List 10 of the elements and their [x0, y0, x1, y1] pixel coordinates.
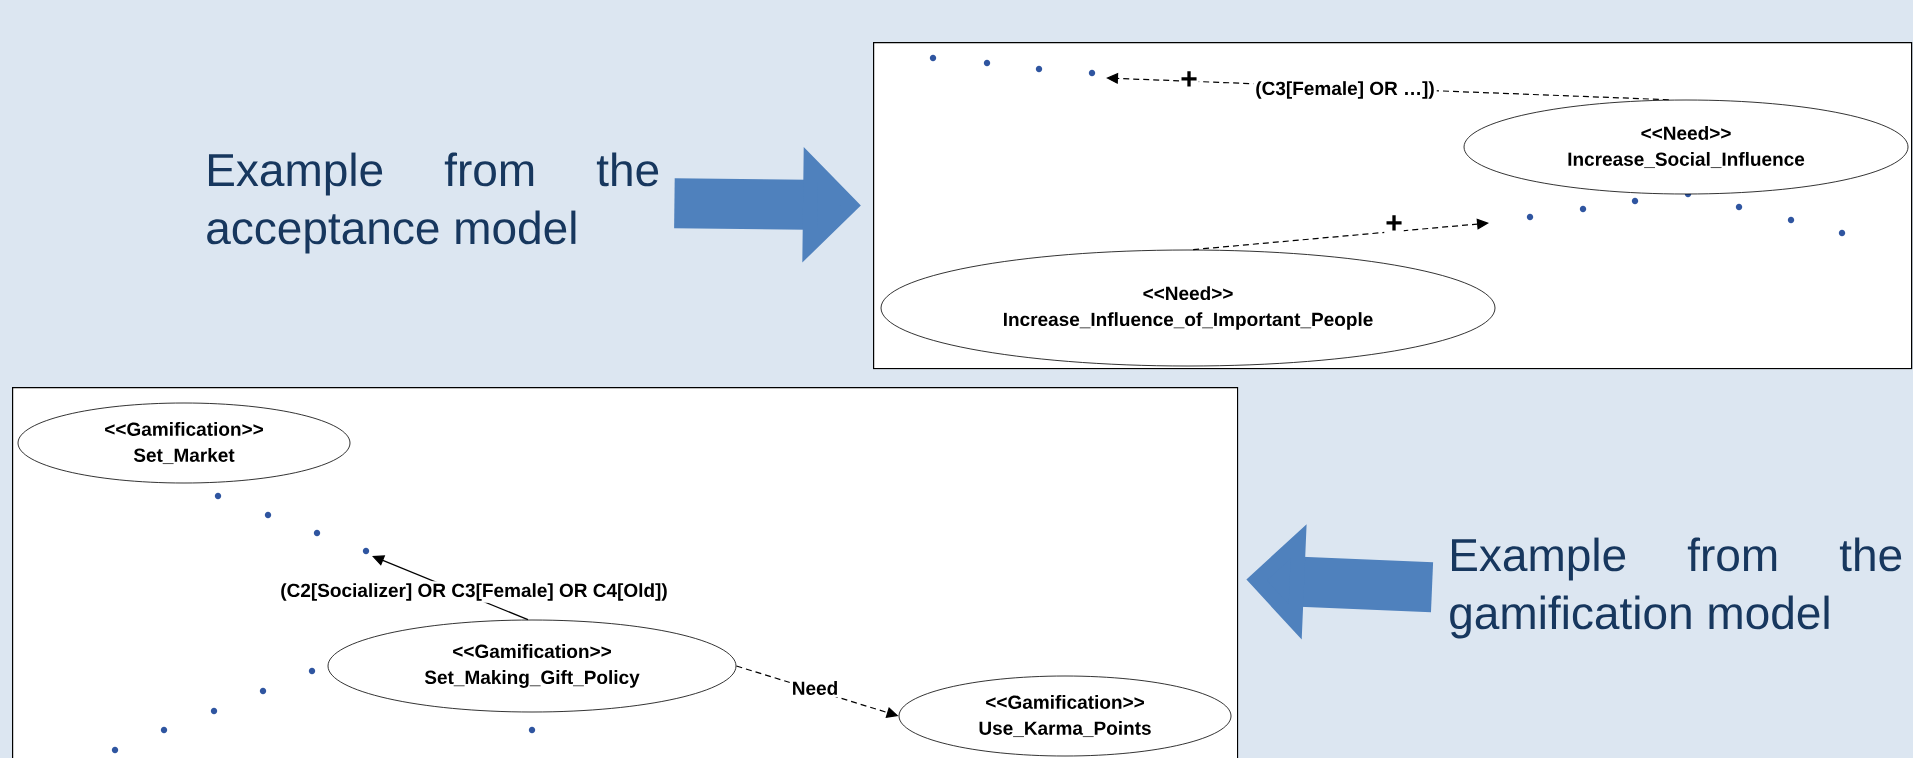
- edge-label: (C3[Female] OR …]): [1253, 79, 1437, 101]
- node-label: Increase_Social_Influence: [1568, 151, 1805, 169]
- plus-sign: +: [1384, 214, 1404, 234]
- plus-sign: +: [1179, 70, 1199, 90]
- arrow: [1192, 218, 1489, 251]
- caption-text: Example from the gamification model: [1450, 537, 1902, 639]
- edge-label: (C2[Socializer] OR C3[Female] OR C4[Old]): [278, 581, 670, 603]
- node-label: <<Need>>: [1641, 125, 1731, 140]
- caption-text: Example from the acceptance model: [207, 152, 659, 254]
- edge-label: Need: [789, 679, 841, 697]
